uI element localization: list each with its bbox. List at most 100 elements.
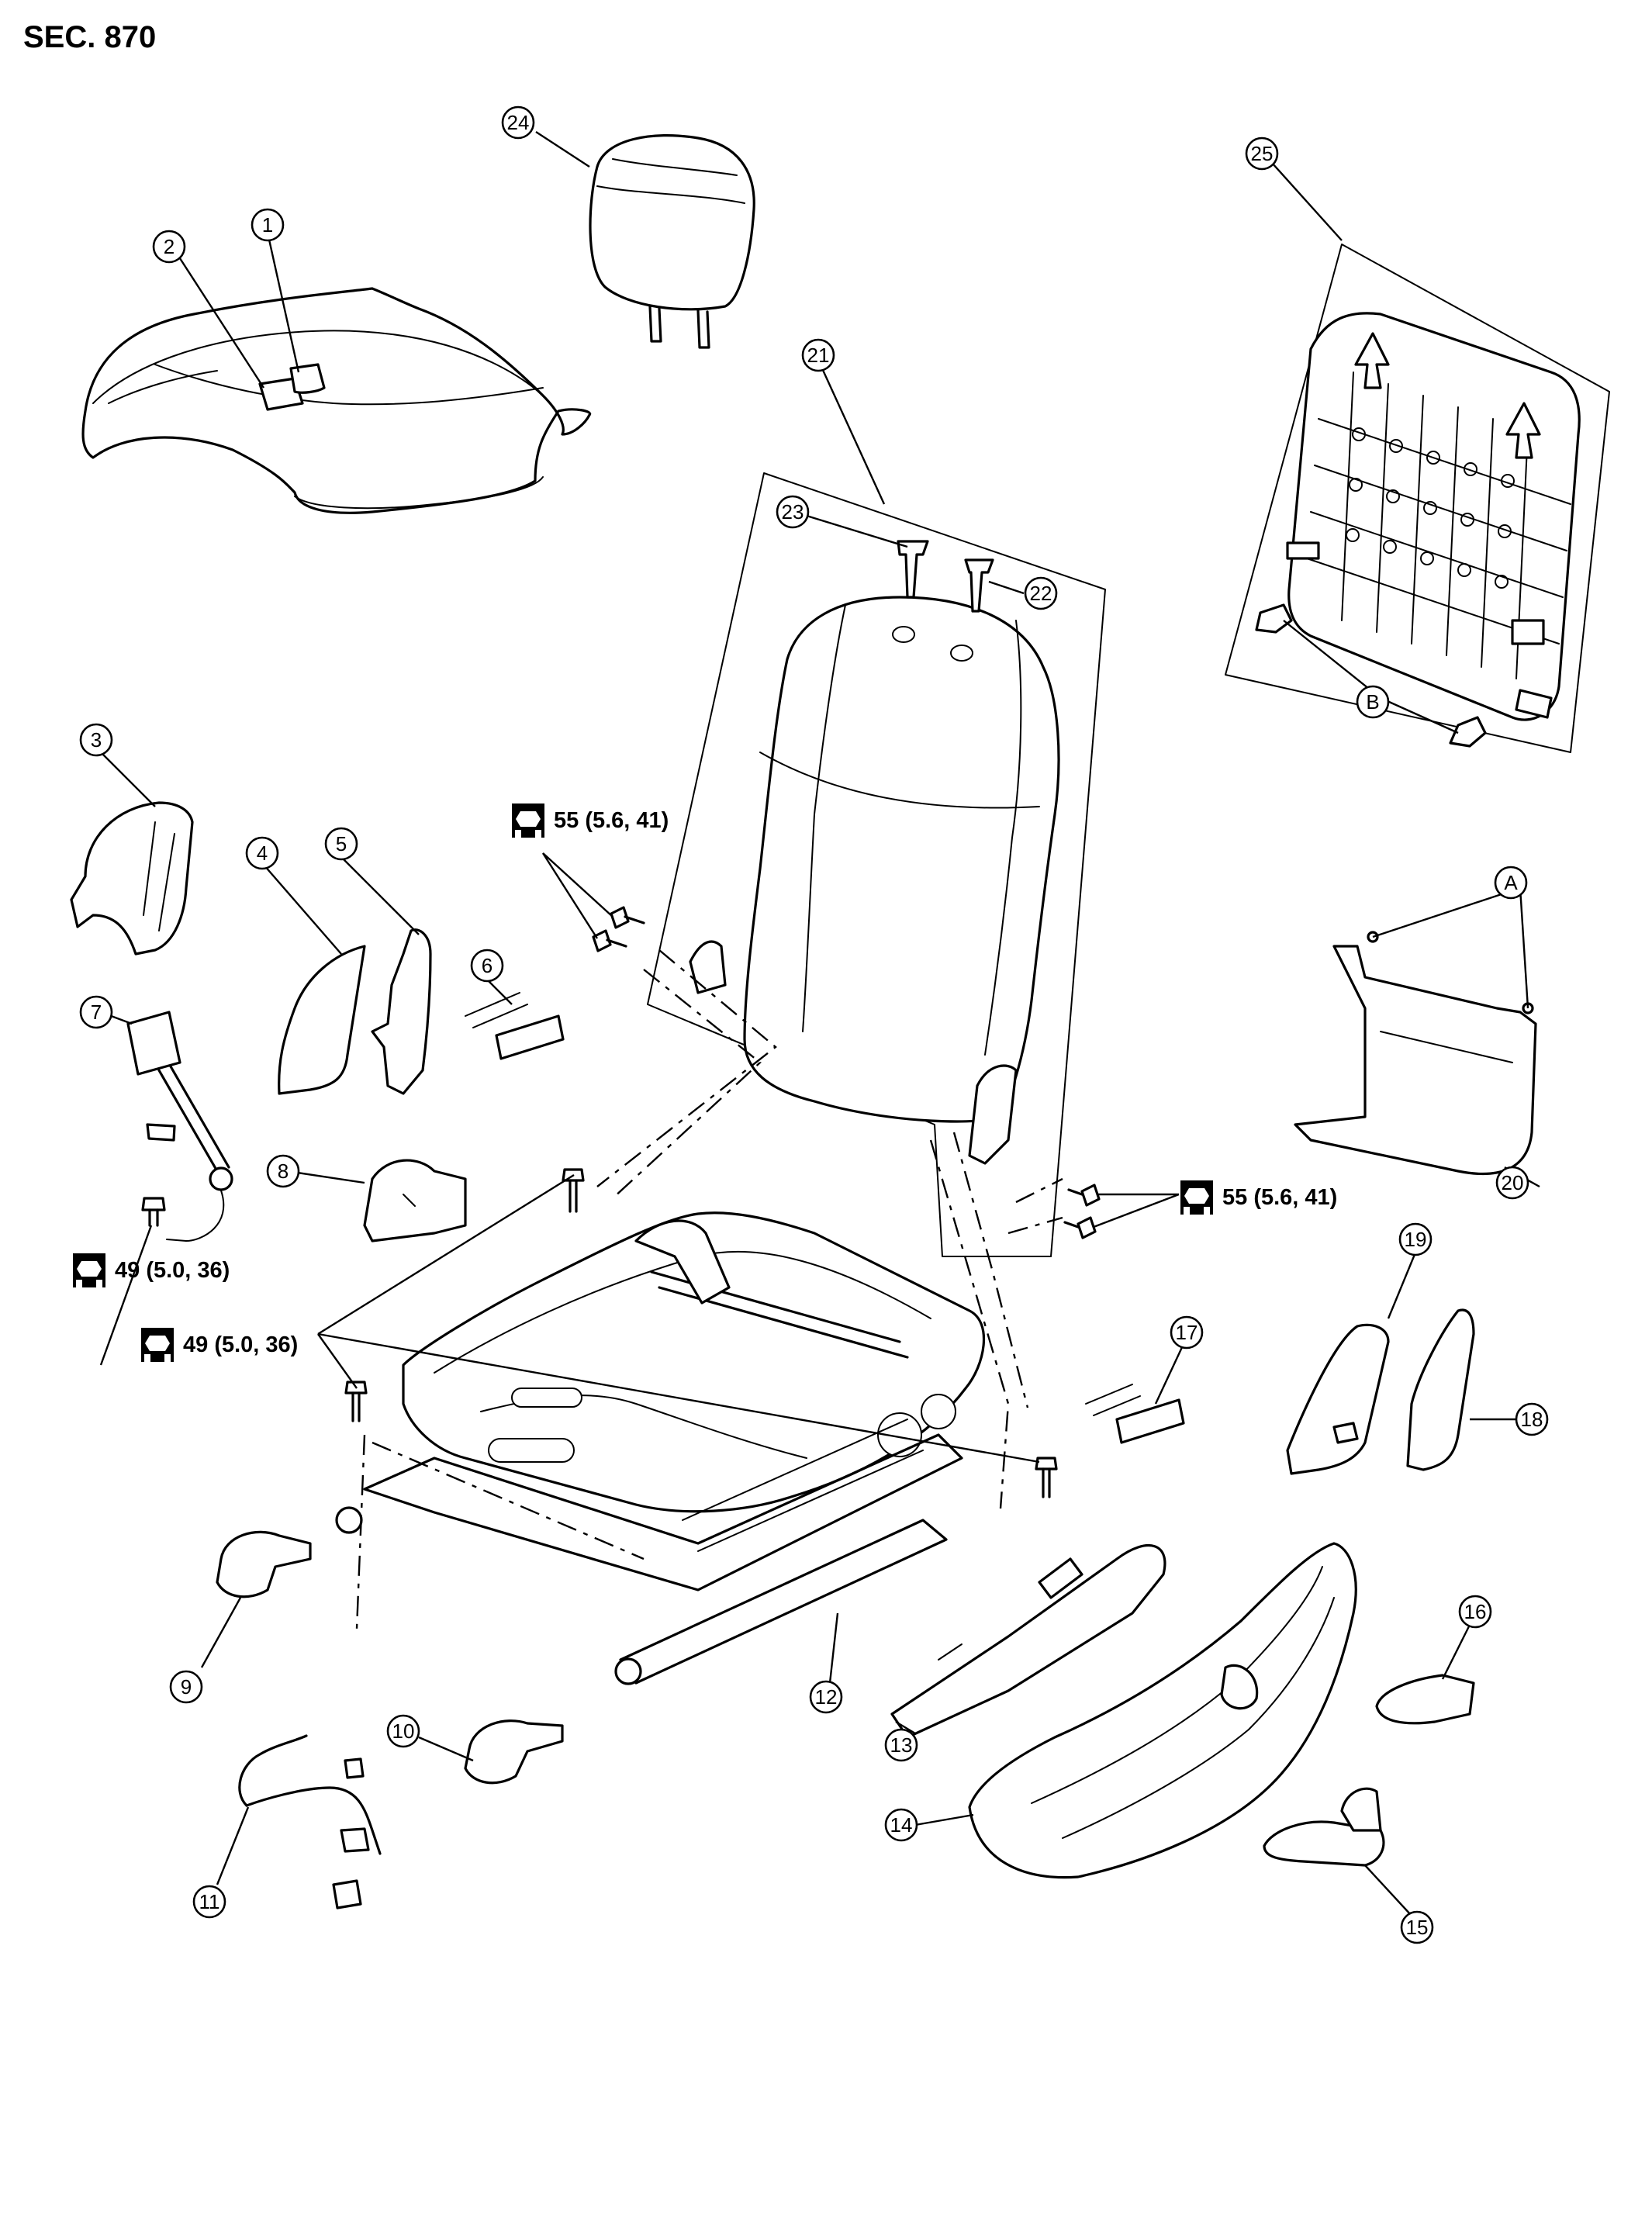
- clip-b-left: [1255, 603, 1293, 634]
- clip-b-right: [1449, 716, 1487, 748]
- svg-text:21: 21: [807, 344, 830, 367]
- callout-13: 13: [884, 1728, 918, 1762]
- svg-text:4: 4: [257, 842, 268, 865]
- section-title: SEC. 870: [23, 20, 157, 54]
- torque-seatback-right: 55 (5.6, 41): [1180, 1180, 1337, 1215]
- seatback-lower-cover: [1294, 931, 1537, 1176]
- headrest-sleeve-locked: [897, 540, 929, 599]
- svg-text:15: 15: [1406, 1916, 1429, 1939]
- svg-text:49 (5.0, 36): 49 (5.0, 36): [183, 1332, 298, 1357]
- callout-17: 17: [1170, 1315, 1204, 1350]
- callout-15: 15: [1400, 1910, 1434, 1944]
- svg-text:12: 12: [815, 1685, 838, 1709]
- callout-21: 21: [801, 338, 835, 372]
- leader-lines: [99, 130, 1540, 1916]
- svg-text:5: 5: [336, 832, 347, 855]
- seat-side-finisher: [968, 1542, 1357, 1879]
- callout-8: 8: [266, 1154, 300, 1188]
- torque-cushion-frame: 49 (5.0, 36): [141, 1328, 298, 1362]
- seat-cushion: [81, 287, 592, 514]
- seatback-board: [1225, 244, 1610, 753]
- svg-text:2: 2: [164, 235, 175, 258]
- callout-20: 20: [1495, 1166, 1529, 1200]
- svg-text:49 (5.0, 36): 49 (5.0, 36): [115, 1258, 230, 1283]
- seat-belt-buckle: [126, 1011, 233, 1242]
- callout-11: 11: [192, 1885, 226, 1919]
- bolt-frame-left: [344, 1381, 368, 1422]
- svg-text:6: 6: [482, 954, 492, 977]
- svg-text:11: 11: [199, 1890, 220, 1913]
- seatback-assembly-plane: [647, 472, 1106, 1257]
- svg-text:1: 1: [262, 213, 273, 237]
- svg-text:14: 14: [890, 1813, 913, 1837]
- inner-cover: [278, 945, 366, 1095]
- bolt-belt-anchor: [141, 1197, 166, 1227]
- svg-text:10: 10: [392, 1719, 415, 1743]
- frame-side-trim: [890, 1544, 1166, 1739]
- connector-17: [1085, 1384, 1185, 1444]
- callout-6: 6: [470, 949, 504, 983]
- svg-text:20: 20: [1502, 1171, 1524, 1194]
- headrest-sleeve-free: [964, 558, 994, 613]
- callout-1: 1: [251, 208, 285, 242]
- connector-6: [465, 992, 565, 1060]
- bolt-seatback-right-lower: [1063, 1216, 1097, 1239]
- wrench-torque-icon: [512, 804, 544, 838]
- svg-text:17: 17: [1176, 1321, 1198, 1344]
- callout-16: 16: [1458, 1595, 1492, 1629]
- lever-cover-9: [216, 1530, 312, 1598]
- svg-text:24: 24: [507, 111, 530, 134]
- callout-10: 10: [386, 1714, 420, 1748]
- callout-9: 9: [169, 1670, 203, 1704]
- wrench-torque-icon: [73, 1253, 105, 1287]
- callouts: 1 2 3 4 5 6 7 8 9 10 11 12 13 14 15 16 1…: [79, 105, 1549, 1944]
- svg-text:55 (5.6, 41): 55 (5.6, 41): [554, 808, 669, 833]
- callout-14: 14: [884, 1808, 918, 1842]
- lever-cover-10: [464, 1719, 564, 1785]
- wrench-torque-icon: [1180, 1180, 1213, 1215]
- switch-knob-16: [1375, 1674, 1475, 1725]
- callout-22: 22: [1024, 576, 1058, 610]
- svg-text:19: 19: [1405, 1228, 1427, 1251]
- svg-text:7: 7: [91, 1000, 102, 1024]
- callout-12: 12: [809, 1680, 843, 1714]
- inner-cover-bracket: [371, 928, 432, 1095]
- side-shield-inner-lower: [1406, 1308, 1475, 1471]
- callout-18: 18: [1515, 1402, 1549, 1436]
- callout-2: 2: [152, 230, 186, 264]
- torque-seatbelt-buckle: 49 (5.0, 36): [73, 1253, 230, 1287]
- svg-text:8: 8: [278, 1159, 289, 1183]
- svg-text:18: 18: [1521, 1408, 1543, 1431]
- switch-knob-15: [1263, 1787, 1385, 1867]
- bolt-frame-right: [1035, 1457, 1058, 1498]
- bolt-seatback-left-upper: [610, 906, 645, 929]
- callout-24: 24: [501, 105, 535, 140]
- svg-text:16: 16: [1464, 1600, 1487, 1623]
- svg-text:B: B: [1366, 690, 1379, 714]
- side-shield-inner-upper: [1286, 1323, 1390, 1475]
- cushion-bracket: [363, 1159, 467, 1242]
- svg-text:3: 3: [91, 728, 102, 752]
- side-shield-outer: [70, 801, 194, 956]
- seat-frame: [335, 1211, 986, 1685]
- torque-seatback-left: 55 (5.6, 41): [512, 804, 669, 838]
- callout-19: 19: [1398, 1222, 1433, 1256]
- bolt-seatback-right-upper: [1067, 1184, 1101, 1207]
- seat-harness: [238, 1734, 382, 1909]
- callout-4: 4: [245, 836, 279, 870]
- svg-text:25: 25: [1251, 142, 1274, 165]
- callout-5: 5: [324, 827, 358, 861]
- callout-3: 3: [79, 723, 113, 757]
- bolt-seatback-left-lower: [592, 929, 627, 952]
- callout-7: 7: [79, 995, 113, 1029]
- wrench-torque-icon: [141, 1328, 174, 1362]
- svg-text:22: 22: [1030, 582, 1052, 605]
- callout-23: 23: [776, 495, 810, 529]
- svg-text:A: A: [1504, 871, 1518, 894]
- headrest: [589, 134, 755, 349]
- svg-text:13: 13: [890, 1733, 913, 1757]
- callout-b: B: [1356, 685, 1390, 719]
- callout-25: 25: [1245, 137, 1279, 171]
- svg-text:23: 23: [782, 500, 804, 524]
